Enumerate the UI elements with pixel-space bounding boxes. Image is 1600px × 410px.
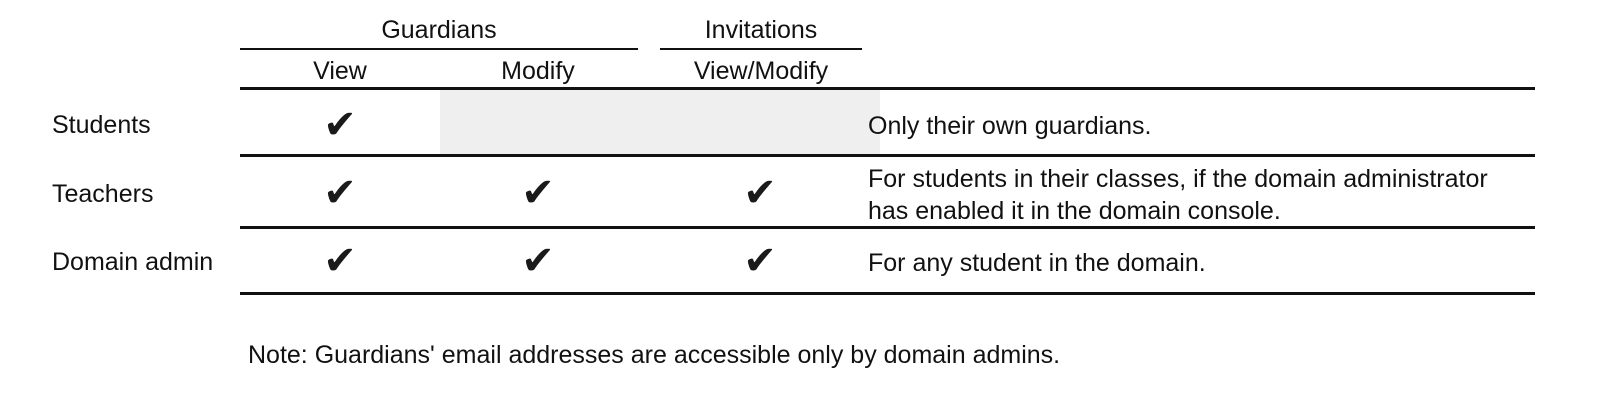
details-teachers-line2: has enabled it in the domain console.	[868, 197, 1281, 225]
rule-under-guardians-group	[240, 48, 638, 50]
column-group-invitations: Invitations	[704, 16, 818, 44]
rule-after-students-row	[240, 154, 1535, 157]
column-header-modify: Modify	[501, 57, 575, 85]
check-domain-admin-invitations-view-modify: ✔	[743, 238, 777, 284]
disabled-cell-students-modify-and-invitations	[440, 90, 880, 155]
rule-table-top	[240, 87, 1535, 90]
check-teachers-guardians-modify: ✔	[521, 170, 555, 216]
row-label-teachers: Teachers	[52, 180, 154, 208]
check-teachers-guardians-view: ✔	[323, 170, 357, 216]
details-domain-admin-line1: For any student in the domain.	[868, 249, 1206, 277]
details-teachers-line1: For students in their classes, if the do…	[868, 165, 1488, 193]
rule-table-bottom	[240, 292, 1535, 295]
check-students-guardians-view: ✔	[323, 102, 357, 148]
column-group-guardians: Guardians	[381, 16, 497, 44]
table-footnote: Note: Guardians' email addresses are acc…	[248, 341, 1061, 369]
check-domain-admin-guardians-modify: ✔	[521, 238, 555, 284]
details-students-line1: Only their own guardians.	[868, 112, 1152, 140]
row-label-students: Students	[52, 111, 151, 139]
check-teachers-invitations-view-modify: ✔	[743, 170, 777, 216]
column-header-view-modify: View/Modify	[693, 57, 829, 85]
check-domain-admin-guardians-view: ✔	[323, 238, 357, 284]
rule-after-teachers-row	[240, 226, 1535, 229]
column-header-view: View	[313, 57, 367, 85]
row-label-domain-admin: Domain admin	[52, 248, 214, 276]
rule-under-invitations-group	[660, 48, 862, 50]
